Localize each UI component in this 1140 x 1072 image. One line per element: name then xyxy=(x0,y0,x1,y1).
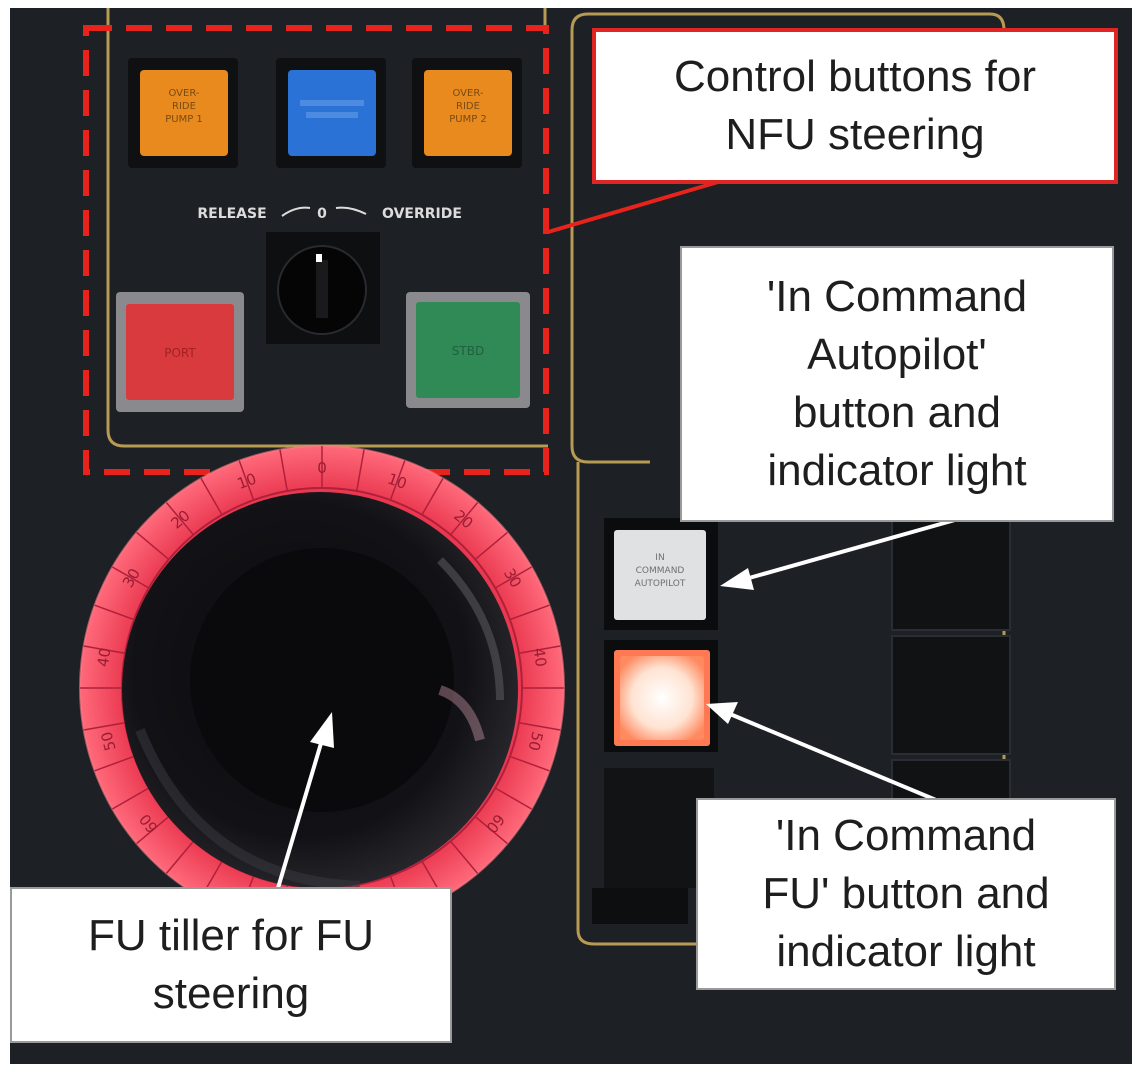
dial-tick xyxy=(136,815,170,845)
selector-zero-label: 0 xyxy=(317,206,327,222)
dial-tick-label: 40 xyxy=(530,647,550,668)
stbd-button-label: STBD xyxy=(452,344,484,358)
empty-slot xyxy=(604,768,714,888)
dial-tick xyxy=(279,449,289,492)
callout-fu-tiller: FU tiller for FU steering xyxy=(10,887,452,1043)
port-button[interactable] xyxy=(126,304,234,400)
dial-tick xyxy=(238,460,255,501)
in-command-autopilot-button[interactable] xyxy=(614,530,706,620)
dial-tick xyxy=(94,755,135,772)
dial-tick-label: 0 xyxy=(317,459,327,477)
nfu-leader-line xyxy=(547,180,719,234)
selector-pointer xyxy=(316,254,322,262)
dial-tick xyxy=(136,531,170,561)
dial-tick xyxy=(83,645,126,655)
tiller-arrow xyxy=(276,739,324,889)
callout-nfu-steering: Control buttons for NFU steering xyxy=(592,28,1118,184)
callout-line: Autopilot' xyxy=(807,330,987,379)
fu-arrow xyxy=(729,712,937,802)
dial-tick xyxy=(518,645,561,655)
callout-line: 'In Command xyxy=(775,811,1037,860)
callout-line: FU' button and xyxy=(762,869,1050,918)
dial-tick xyxy=(355,449,365,492)
right-switch-lower xyxy=(891,759,1011,801)
fu-arrowhead xyxy=(706,702,738,724)
dial-tick xyxy=(518,721,561,731)
callout-line: indicator light xyxy=(767,446,1027,495)
dial-tick xyxy=(494,787,532,810)
dial-tick-label: 50 xyxy=(524,730,546,753)
selector-release-label: RELEASE xyxy=(197,206,266,222)
dial-tick xyxy=(474,815,508,845)
dial-tick-label: 10 xyxy=(385,470,409,493)
right-switch-middle xyxy=(891,635,1011,755)
callout-in-command-fu: 'In Command FU' button and indicator lig… xyxy=(696,798,1116,990)
selector-right-arc xyxy=(335,206,367,215)
callout-line: indicator light xyxy=(776,927,1036,976)
callout-line: Control buttons for xyxy=(674,52,1036,101)
stbd-button[interactable] xyxy=(416,302,520,398)
autopilot-arrowhead xyxy=(720,568,754,590)
override-pump-2-button[interactable] xyxy=(424,70,512,156)
dial-tick xyxy=(509,755,550,772)
dial-tick xyxy=(112,566,150,589)
dial-tick-label: 10 xyxy=(235,470,259,493)
callout-in-command-autopilot: 'In Command Autopilot' button and indica… xyxy=(680,246,1114,522)
dial-tick xyxy=(112,787,150,810)
autopilot-arrow xyxy=(741,516,963,582)
dial-tick-label: 40 xyxy=(94,647,114,668)
callout-line: button and xyxy=(793,388,1001,437)
selector-left-arc xyxy=(281,206,311,217)
dial-tick xyxy=(474,531,508,561)
dial-tick xyxy=(94,604,135,621)
dial-tick xyxy=(165,502,195,536)
dial-tick xyxy=(83,721,126,731)
right-switch-upper xyxy=(891,519,1011,631)
callout-line: steering xyxy=(152,969,310,1018)
selector-override-label: OVERRIDE xyxy=(382,206,462,222)
override-pump-1-button[interactable] xyxy=(140,70,228,156)
port-button-label: PORT xyxy=(164,346,196,360)
dial-tick xyxy=(389,460,406,501)
dial-tick-label: 50 xyxy=(97,730,119,753)
tiller-arrowhead xyxy=(310,712,334,748)
dial-tick xyxy=(200,478,223,516)
dial-tick xyxy=(509,604,550,621)
dial-tick xyxy=(494,566,532,589)
dial-tick xyxy=(165,840,195,874)
callout-line: FU tiller for FU xyxy=(88,911,374,960)
callout-line: 'In Command xyxy=(766,272,1028,321)
callout-line: NFU steering xyxy=(725,110,985,159)
dial-tick xyxy=(421,478,444,516)
dial-tick xyxy=(449,840,479,874)
dial-tick xyxy=(449,502,479,536)
